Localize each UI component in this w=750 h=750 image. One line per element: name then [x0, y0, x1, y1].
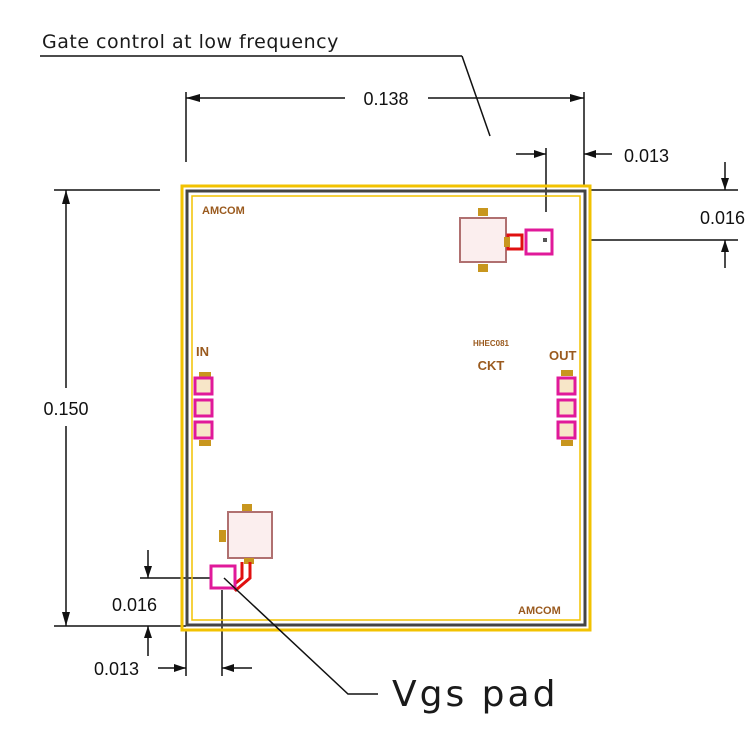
- tr-vgs-pad: [524, 228, 554, 256]
- gate-control-note: Gate control at low frequency: [42, 31, 339, 53]
- tr-resistor-red: [506, 233, 524, 251]
- tr-offset-arrow-left: [534, 150, 546, 158]
- bl-capacitor: [227, 511, 273, 559]
- tr-vert-arrow-bottom: [721, 240, 729, 252]
- in-pad-3: [193, 420, 214, 440]
- vgs-pad-leader: [223, 577, 378, 695]
- tr-vgs-pad-dot: [543, 238, 547, 242]
- tr-offset-arrow-right: [584, 150, 596, 158]
- port-in-label: IN: [196, 344, 209, 359]
- in-pad-gold-bottom: [199, 440, 211, 446]
- tr-resistor-gold: [504, 237, 510, 247]
- height-arrow-top: [62, 190, 70, 204]
- width-arrow-left: [186, 94, 200, 102]
- out-pad-gold-top: [561, 370, 573, 376]
- chip-outline-dark: [185, 189, 587, 627]
- out-pad-3: [556, 420, 577, 440]
- out-pad-gold-bottom: [561, 440, 573, 446]
- bl-off-arrow-right: [222, 664, 234, 672]
- amcom-logo-top: AMCOM: [202, 205, 245, 217]
- circuit-label-line2: CKT: [478, 358, 505, 373]
- in-pad-1: [193, 376, 214, 396]
- amcom-logo-bottom: AMCOM: [518, 605, 561, 617]
- tr-capacitor: [459, 217, 507, 263]
- chip-outline-yellow: [180, 184, 592, 632]
- out-pad-2: [556, 398, 577, 418]
- height-arrow-bottom: [62, 612, 70, 626]
- tr-vert-arrow-top: [721, 178, 729, 190]
- bl-off-label: 0.013: [94, 659, 139, 679]
- out-pad-1: [556, 376, 577, 396]
- bl-cap-gold-left: [219, 530, 226, 542]
- tr-offset-label: 0.013: [624, 146, 669, 166]
- chip-outline-inner: [191, 195, 581, 621]
- bl-off-arrow-left: [174, 664, 186, 672]
- bl-vert-label: 0.016: [112, 595, 157, 615]
- width-arrow-right: [570, 94, 584, 102]
- bl-vert-arrow-top: [144, 566, 152, 578]
- in-pad-2: [193, 398, 214, 418]
- bl-cap-gold-bottom: [244, 558, 254, 564]
- in-pad-gold-top: [199, 372, 211, 378]
- port-out-label: OUT: [549, 348, 577, 363]
- tr-cap-gold-top: [478, 208, 488, 216]
- bl-cap-gold-top: [242, 504, 252, 512]
- tr-cap-gold-bottom: [478, 264, 488, 272]
- height-label: 0.150: [43, 399, 88, 419]
- bl-vert-arrow-bottom: [144, 626, 152, 638]
- width-label: 0.138: [363, 89, 408, 109]
- gate-control-leader: [461, 55, 491, 137]
- circuit-label-line1: HHEC081: [473, 339, 510, 348]
- tr-vert-label: 0.016: [700, 208, 745, 228]
- vgs-pad-label: Vgs pad: [392, 674, 558, 715]
